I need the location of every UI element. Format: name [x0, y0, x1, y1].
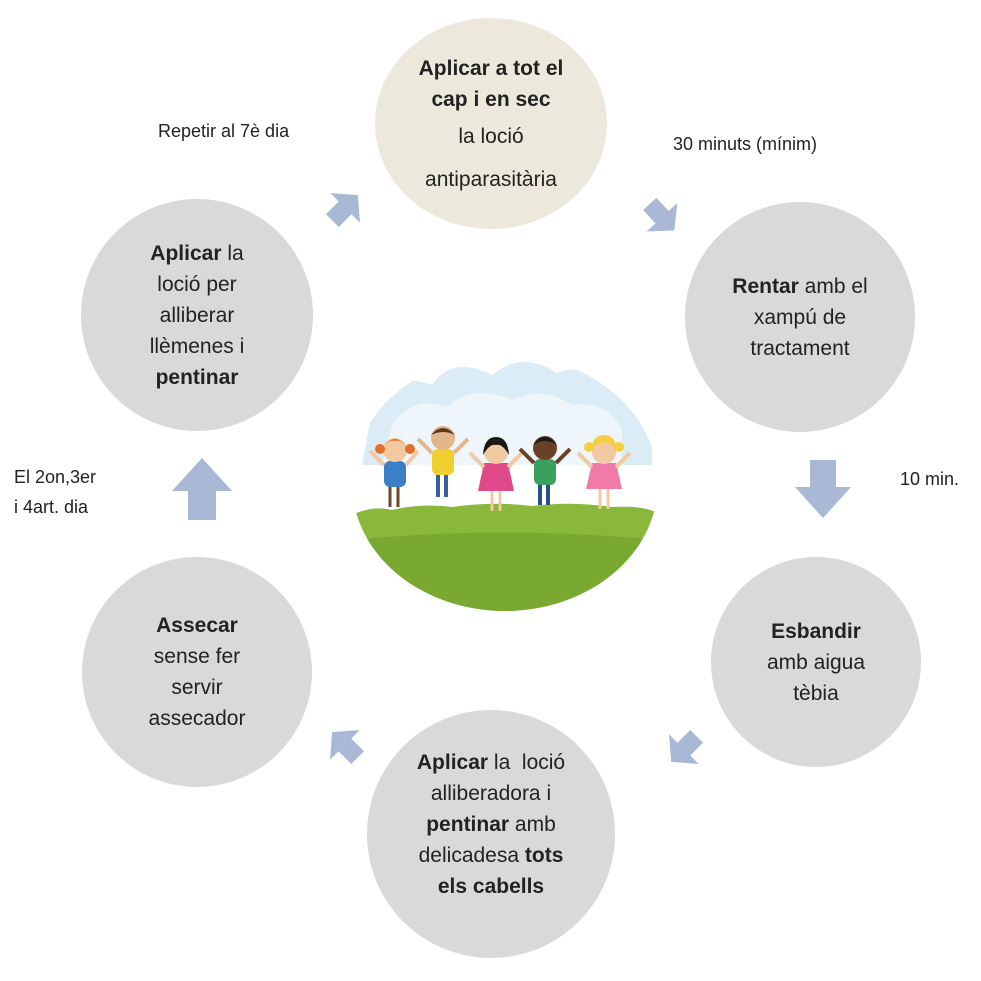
step-dry-bold: Assecar [156, 614, 238, 637]
step-wash-bold: Rentar [732, 274, 799, 298]
step-nits-bold-1: Aplicar [150, 241, 222, 265]
step-comb-text-4: delicadesa [418, 843, 525, 867]
step-rinse-bold: Esbandir [771, 619, 861, 643]
arrow-to-comb-shape [669, 730, 703, 764]
step-comb-bold-1: Aplicar [416, 750, 489, 774]
arrow-to-wash-shape [643, 197, 678, 232]
caption-days-1: El 2on,3er [14, 467, 97, 487]
step-nits-text-2: loció per [157, 272, 237, 296]
step-nits-text-4: llèmenes i [149, 334, 245, 358]
step-nits-text-3: alliberar [159, 303, 235, 327]
step-wash-text-3: tractament [750, 336, 850, 360]
arrow-to-dry-icon [330, 730, 364, 764]
arrow-down-shape [795, 460, 851, 518]
step-apply-lotion-text-1: la loció [458, 124, 524, 148]
step-comb-node: Aplicar la loció alliberadora i pentinar… [367, 710, 615, 958]
step-wash-text-2: xampú de [753, 305, 847, 329]
step-comb-text-2: alliberadora i [430, 781, 552, 805]
child-2 [416, 426, 470, 497]
caption-days-2: i 4art. dia [14, 497, 89, 517]
arrow-up-shape [172, 458, 232, 520]
step-apply-lotion-title-2: cap i en sec [431, 87, 551, 111]
arrow-to-top-shape [326, 193, 360, 227]
step-nits-bold-2: pentinar [155, 365, 239, 389]
arrow-to-comb-icon [669, 730, 703, 764]
child-3 [468, 437, 524, 511]
step-rinse-text-1: amb aigua [766, 650, 866, 674]
step-dry-node: Assecar sense fer servir assecador [82, 557, 312, 787]
grass-shade [352, 532, 658, 611]
arrow-to-dry-shape [330, 730, 364, 764]
child-1 [368, 438, 420, 507]
step-nits-text-1: la [221, 241, 244, 265]
caption-repeat: Repetir al 7è dia [158, 121, 290, 141]
step-dry-text-3: assecador [148, 707, 246, 730]
step-comb-text-1: la loció [488, 750, 566, 774]
arrow-up-icon [172, 458, 232, 520]
step-rinse-node: Esbandir amb aigua tèbia [711, 557, 921, 767]
step-apply-lotion-text-2: antiparasitària [425, 167, 557, 191]
step-comb-bold-3: tots [524, 843, 564, 867]
arrow-to-wash-icon [643, 197, 678, 232]
arrow-to-top-icon [326, 193, 360, 227]
step-rinse-text-2: tèbia [793, 681, 839, 705]
step-dry-text-2: servir [171, 676, 223, 699]
step-comb-bold-4: els cabells [437, 874, 545, 898]
step-dry-text-1: sense fer [153, 645, 241, 668]
step-wash-text-1: amb el [798, 274, 868, 298]
step-apply-lotion-node: Aplicar a tot el cap i en sec la loció a… [375, 18, 607, 229]
step-comb-text-3: amb [509, 812, 556, 836]
caption-30-minutes: 30 minuts (mínim) [673, 134, 818, 154]
step-apply-lotion-title-1: Aplicar a tot el [418, 56, 564, 80]
arrow-down-icon [795, 460, 851, 518]
step-comb-bold-2: pentinar [426, 812, 510, 836]
step-wash-node: Rentar amb el xampú de tractament [685, 202, 915, 432]
children-playing-illustration [352, 355, 658, 611]
child-4 [518, 436, 572, 505]
step-nits-node: Aplicar la loció per alliberar llèmenes … [81, 199, 313, 431]
caption-10-min: 10 min. [900, 469, 960, 489]
child-5 [576, 435, 632, 509]
